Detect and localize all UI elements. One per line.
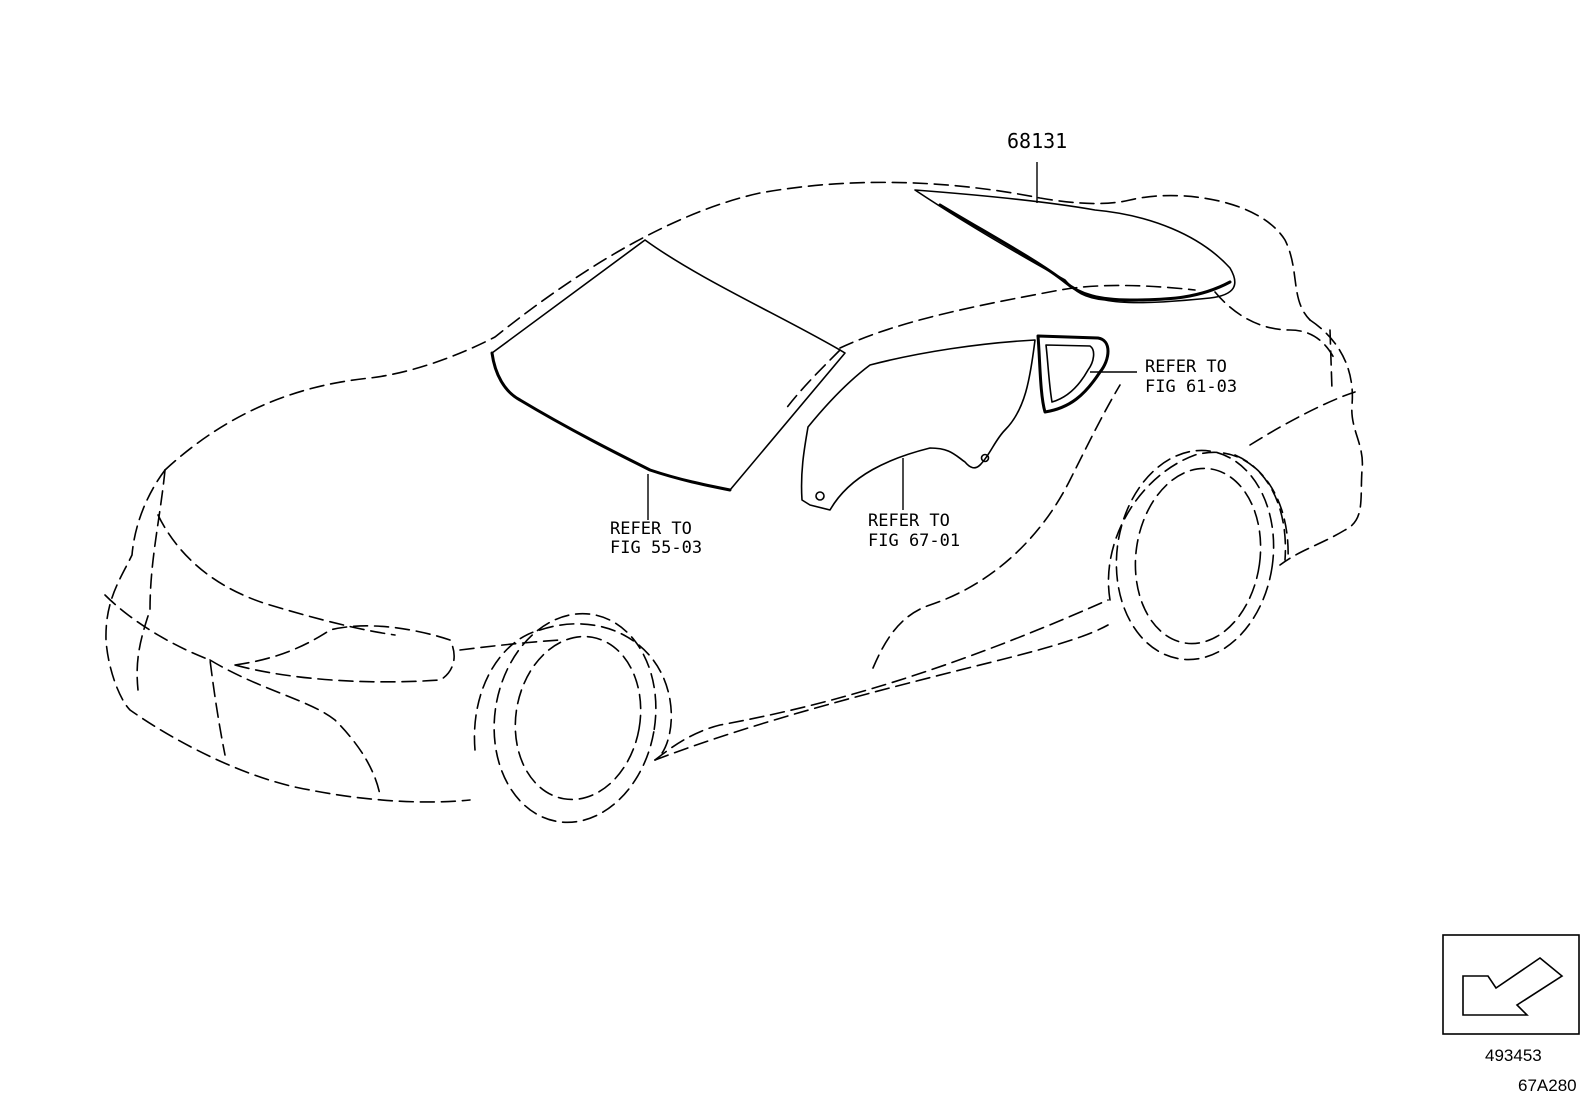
front-direction-arrow-icon — [1442, 934, 1580, 1035]
door-glass — [800, 339, 1036, 511]
part-number-label[interactable]: 68131 — [1007, 129, 1067, 153]
car-outline — [104, 181, 1364, 824]
figure-code: 67A280 — [1518, 1076, 1577, 1095]
callout-windshield-line2[interactable]: FIG 55-03 — [610, 538, 702, 558]
callout-windshield-line1[interactable]: REFER TO — [610, 519, 692, 539]
callout-door-glass-line2[interactable]: FIG 67-01 — [868, 531, 960, 551]
callout-quarter-glass-line2[interactable]: FIG 61-03 — [1145, 377, 1237, 397]
illustration-number: 493453 — [1485, 1046, 1542, 1065]
callout-quarter-glass-line1[interactable]: REFER TO — [1145, 357, 1227, 377]
quarter-glass — [1036, 334, 1110, 414]
back-window-glass — [914, 189, 1236, 304]
callout-door-glass-line1[interactable]: REFER TO — [868, 511, 950, 531]
windshield-glass — [490, 239, 846, 492]
